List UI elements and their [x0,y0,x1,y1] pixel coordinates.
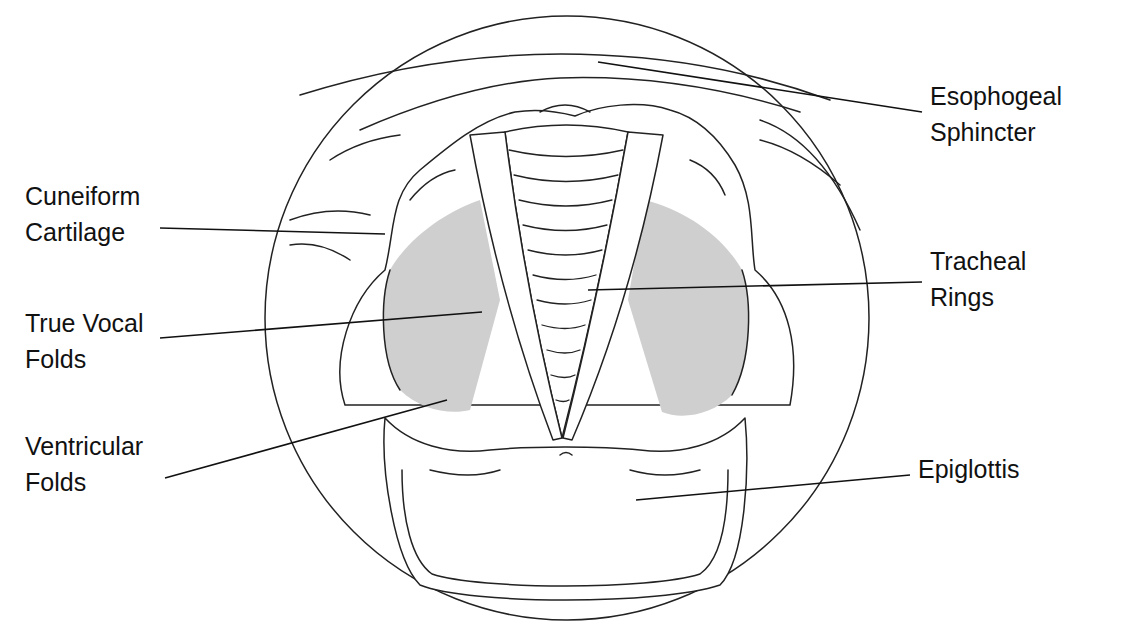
cuneiform-cartilage [690,160,725,195]
esophagus-fold [760,120,860,230]
part-label: Ventricular Folds [25,428,165,501]
epiglottis-shape [384,418,747,600]
epiglottis-detail [630,470,700,475]
leader-line [165,400,447,478]
esophagus-fold [330,135,400,160]
interarytenoid-notch [540,105,590,112]
ventricular-fold [383,200,500,412]
epiglottis-detail [560,453,572,456]
leader-line [160,312,482,338]
vocal-fold [563,132,663,440]
part-label: Esophogeal Sphincter [930,78,1070,151]
ventricular-fold-edge [732,270,749,395]
ventricular-fold [628,200,749,416]
leader-line [598,62,922,112]
part-label: Epiglottis [918,451,1058,487]
part-label: Tracheal Rings [930,243,1070,316]
esophagus-fold [290,211,370,220]
leader-line [588,282,922,290]
epiglottis-inner [402,470,728,586]
esophagus-fold [760,140,840,185]
leader-line [160,228,385,234]
part-label: True Vocal Folds [25,305,165,378]
scope-circle [265,16,869,620]
leader-lines [160,62,922,500]
vocal-fold [470,132,562,440]
part-label: Cuneiform Cartilage [25,178,165,251]
leader-line [636,475,910,500]
ventricular-fold-edge [383,270,400,390]
epiglottis-detail [430,470,500,475]
esophagus-fold [290,244,350,260]
cuneiform-cartilage [410,170,455,200]
esophagus-fold [300,54,830,100]
